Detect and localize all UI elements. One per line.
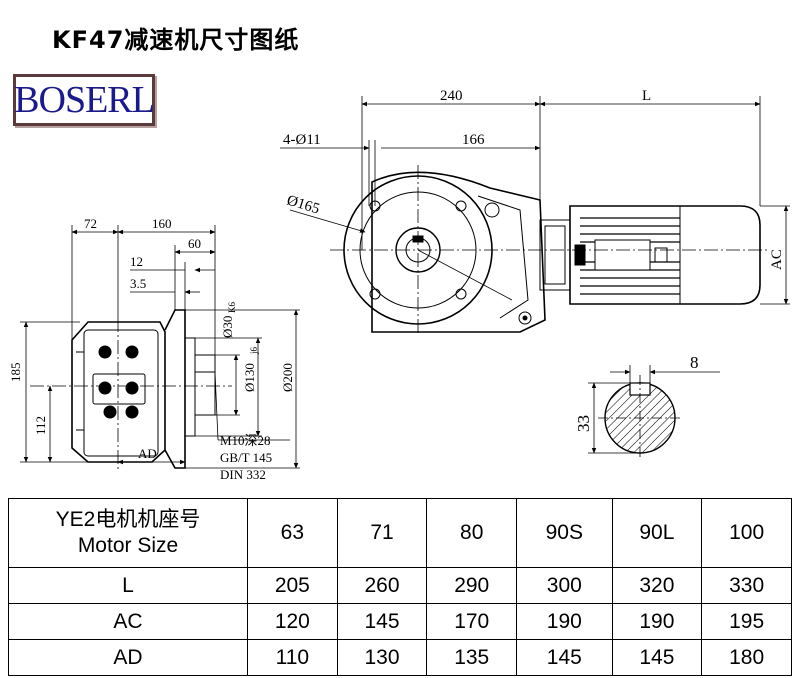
header-size-cell: 100 [701, 498, 792, 568]
header-size-cell: 90S [516, 498, 613, 568]
value-cell: 190 [516, 603, 613, 640]
front-view [280, 96, 790, 335]
header-label-cn: YE2电机机座号 [55, 508, 201, 531]
brand-logo: BOSERL [13, 74, 155, 126]
dim-160: 160 [152, 216, 172, 231]
header-label-cell: YE2电机机座号 Motor Size [8, 498, 248, 568]
header-size-cell: 90L [611, 498, 703, 568]
header-size-cell: 63 [247, 498, 338, 568]
dim-ad-side: AD [138, 446, 157, 461]
value-cell: 320 [611, 567, 703, 604]
value-cell: 205 [247, 567, 338, 604]
row-label-cell: AC [8, 603, 248, 640]
side-view [20, 225, 300, 470]
value-cell: 195 [701, 603, 792, 640]
technical-drawing: 72 160 60 12 3.5 185 112 AD Ø30 K6 Ø130 … [8, 88, 790, 482]
row-label-cell: AD [8, 639, 248, 676]
dim-3-5: 3.5 [130, 276, 146, 291]
value-cell: 120 [247, 603, 338, 640]
dim-4-d11: 4-Ø11 [283, 132, 321, 148]
dim-240: 240 [440, 88, 463, 104]
dim-33: 33 [574, 415, 593, 432]
shaft-detail [588, 365, 720, 460]
value-cell: 260 [336, 567, 428, 604]
shaft-d30-tol: K6 [227, 302, 237, 313]
header-label-en: Motor Size [77, 534, 179, 557]
note-gbt145: GB/T 145 [220, 450, 272, 465]
value-cell: 170 [426, 603, 518, 640]
row-label-cell: L [8, 567, 248, 604]
value-cell: 145 [336, 603, 428, 640]
value-cell: 145 [516, 639, 613, 676]
dim-l: L [642, 88, 651, 104]
dim-185: 185 [8, 363, 23, 383]
value-cell: 300 [516, 567, 613, 604]
dim-112: 112 [33, 416, 48, 435]
value-cell: 130 [336, 639, 428, 676]
dim-12: 12 [130, 254, 143, 269]
note-m10: M10深28 [220, 433, 271, 448]
flange-d200: Ø200 [280, 363, 295, 392]
header-size-cell: 71 [336, 498, 428, 568]
header-size-cell: 80 [426, 498, 518, 568]
note-din332: DIN 332 [220, 467, 266, 482]
dim-8: 8 [690, 353, 699, 372]
dim-60: 60 [188, 236, 201, 251]
value-cell: 135 [426, 639, 518, 676]
dim-166: 166 [462, 132, 485, 148]
value-cell: 190 [611, 603, 703, 640]
page-title: KF47减速机尺寸图纸 [52, 26, 300, 54]
value-cell: 180 [701, 639, 792, 676]
dim-ac-front: AC [769, 249, 785, 270]
shaft-d30: Ø30 [220, 316, 235, 338]
value-cell: 330 [701, 567, 792, 604]
value-cell: 290 [426, 567, 518, 604]
value-cell: 110 [247, 639, 338, 676]
value-cell: 145 [611, 639, 703, 676]
flange-d130-tol: j6 [249, 346, 259, 355]
flange-d130: Ø130 [242, 363, 257, 392]
dim-72: 72 [84, 216, 97, 231]
